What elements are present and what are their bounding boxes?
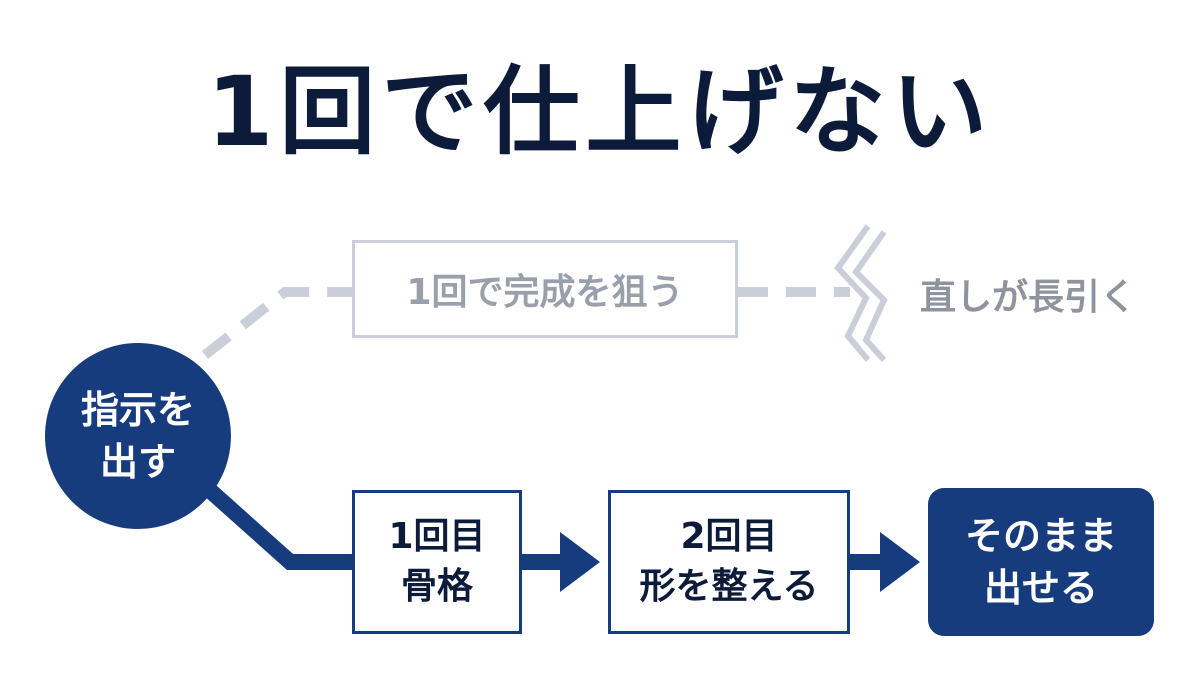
- step1-line2: 骨格: [400, 566, 473, 607]
- arrow-step1-step2-head: [560, 532, 600, 592]
- step1-line1: 1回目: [388, 516, 486, 557]
- step2-line1: 2回目: [680, 516, 778, 557]
- step2-line2: 形を整える: [639, 566, 819, 607]
- final-result-box: そのまま 出せる: [928, 488, 1154, 636]
- old-result-text: 直しが長引く: [920, 277, 1137, 318]
- final-line2: 出せる: [983, 566, 1098, 610]
- page-title: 1回で仕上げない: [206, 56, 994, 168]
- start-node-line2: 出す: [99, 440, 176, 484]
- step1-box: 1回目 骨格: [352, 490, 522, 634]
- start-node-circle: 指示を 出す: [45, 343, 231, 529]
- old-approach-label: 1回で完成を狙う: [406, 272, 684, 313]
- start-node-line1: 指示を: [80, 388, 195, 432]
- step2-box: 2回目 形を整える: [608, 490, 850, 634]
- final-line1: そのまま: [964, 514, 1117, 558]
- arrow-step2-final-head: [880, 532, 920, 592]
- old-approach-box: 1回で完成を狙う: [352, 240, 738, 338]
- break-mark-icon-inner: [852, 230, 888, 363]
- break-mark-icon: [834, 224, 871, 362]
- new-path-connector: [199, 480, 352, 570]
- old-path-dashed-connector: [201, 287, 352, 359]
